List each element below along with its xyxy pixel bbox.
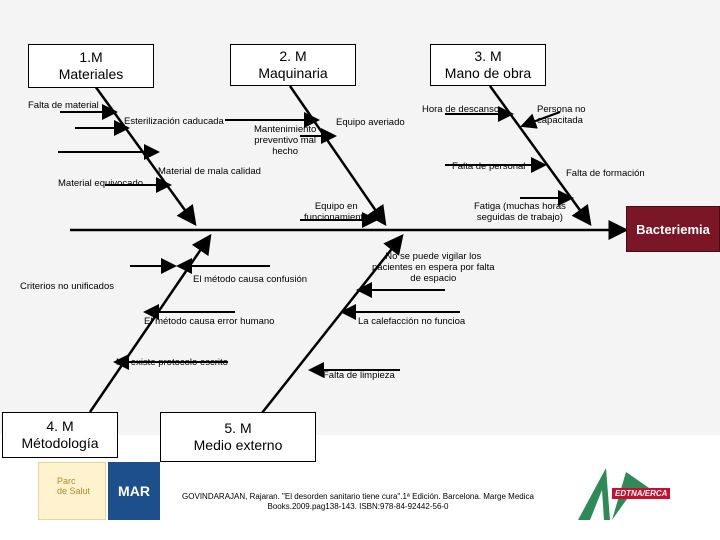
category-materiales: 1.M Materiales (28, 44, 154, 88)
bone-materiales (93, 85, 197, 227)
category-mano-de-obra: 3. M Mano de obra (430, 44, 546, 86)
cause-criterios: Criterios no unificados (20, 281, 114, 292)
cause-material-mala-calidad: Material de mala calidad (158, 166, 261, 177)
category-medio-externo: 5. M Medio externo (160, 412, 316, 462)
cause-metodo-error: El método causa error humano (144, 316, 275, 327)
citation-text: GOVINDARAJAN, Rajaran. "El desorden sani… (182, 492, 534, 511)
category-metodologia: 4. M Métodología (2, 412, 118, 458)
cause-hora-descanso: Hora de descanso (422, 104, 500, 115)
effect-box: Bacteriemia (626, 206, 720, 252)
cause-falta-formacion: Falta de formación (566, 168, 645, 179)
cause-metodo-confusion: El método causa confusión (193, 274, 308, 285)
arrow-persona-no-capacitada (520, 111, 561, 129)
cause-equipo-averiado: Equipo averiado (336, 117, 405, 128)
cause-calefaccion: La calefacción no funcioa (358, 316, 466, 327)
cause-mantenimiento: Mantenimiento preventivo mal hecho (254, 124, 317, 157)
edtna-erca-logo: EDTNA/ERCA (568, 460, 678, 526)
cause-material-equivocado: Material equivocado (58, 178, 144, 189)
bone-maquinaria (288, 85, 387, 227)
cause-esterilizacion: Esterilización caducada (124, 116, 224, 127)
cause-no-vigilar: No se puede vigilar los pacientes en esp… (372, 251, 495, 284)
category-maquinaria: 2. M Maquinaria (230, 44, 356, 86)
cause-equipo-funcionamiento: Equipo en funcionamiento (304, 201, 369, 223)
cause-falta-limpieza: Falta de limpieza (323, 370, 395, 381)
cause-persona-no-capacitada: Persona no capacitada (537, 104, 586, 126)
cause-fatiga: Fatiga (muchas horas seguidas de trabajo… (474, 201, 566, 223)
cause-falta-material: Falta de material (28, 100, 99, 111)
bone-medio-externo (257, 234, 404, 419)
cause-no-protocolo: No existe protocolo escrito (116, 357, 228, 368)
parc-de-salut-logo: Parc de Salut (38, 462, 106, 520)
mar-logo: MAR (108, 462, 160, 520)
cause-falta-personal: Falta de personal (452, 161, 526, 172)
